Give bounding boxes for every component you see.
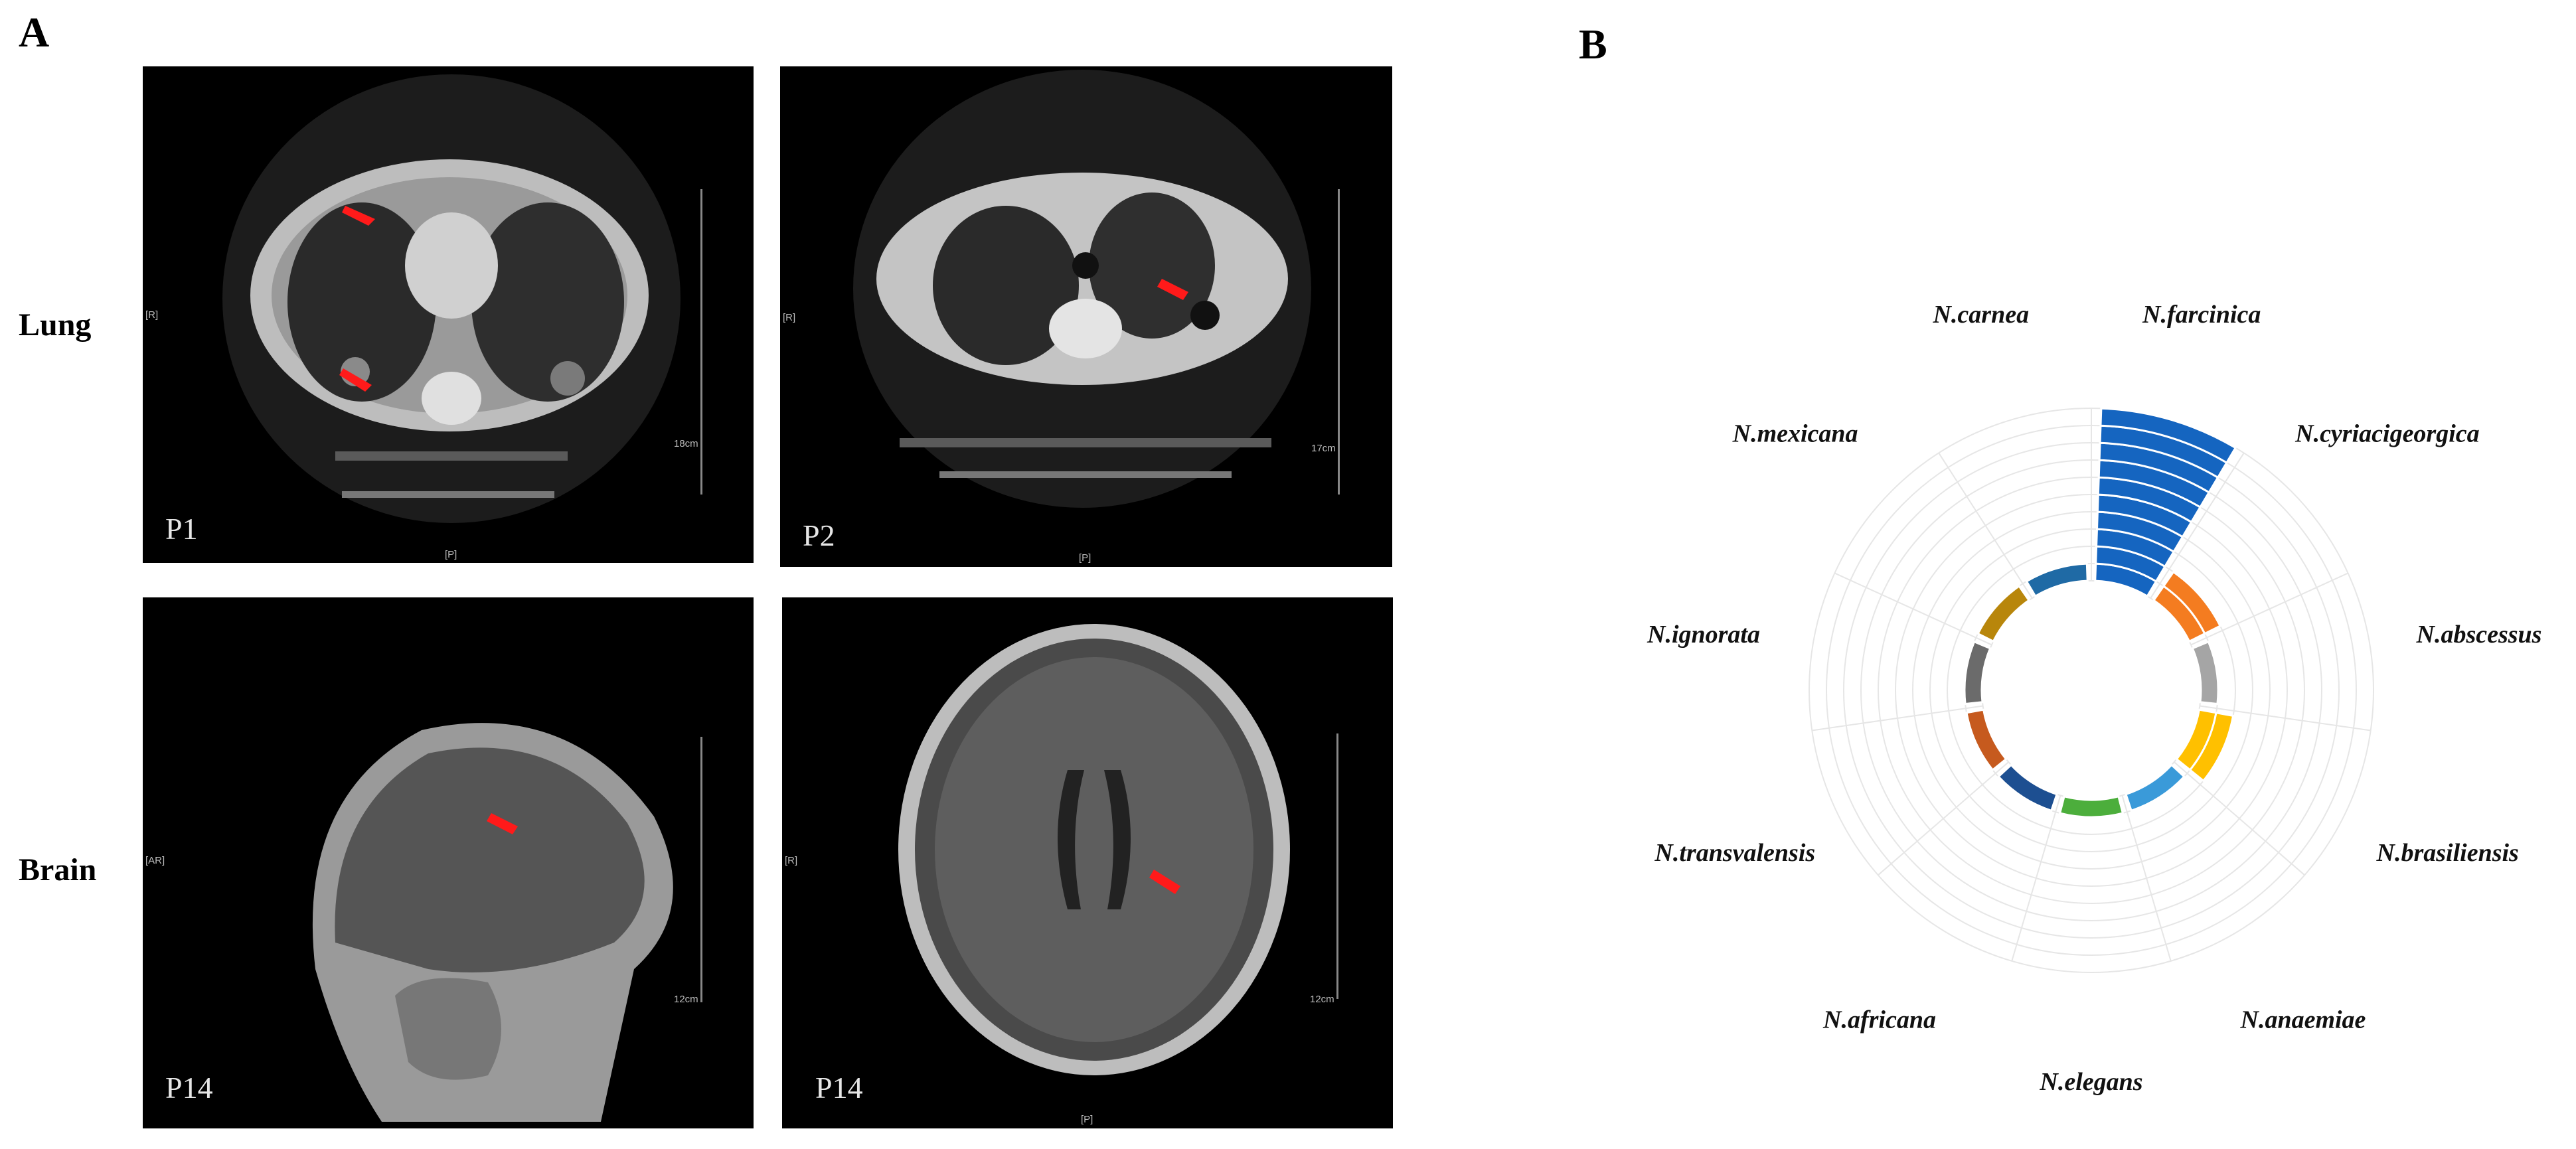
panel-b-letter: B — [1579, 21, 1607, 68]
lung-ct-p1-image — [222, 74, 702, 523]
category-label: N.abscessus — [2416, 621, 2542, 649]
p1-left-mark: [R] — [145, 309, 159, 321]
species-rose-chart: N.farcinicaN.cyriacigeorgicaN.abscessusN… — [1647, 301, 2541, 1096]
p14-ax-patient-label: P14 — [815, 1071, 863, 1105]
p2-scale-label: 17cm — [1311, 443, 1336, 454]
category-label: N.transvalensis — [1654, 839, 1815, 867]
bar-n-africana — [1996, 763, 2058, 812]
p14-sag-patient-label: P14 — [165, 1071, 213, 1105]
category-label: N.anaemiae — [2240, 1006, 2366, 1034]
bar-n-cyriacigeorgica — [2152, 570, 2222, 643]
lung-ct-p1: [R] [P] 18cm P1 — [143, 66, 754, 563]
grid-spoke — [1878, 761, 2009, 876]
bar-n-abscessus — [2191, 640, 2219, 706]
brain-mri-sagittal-p14: [AR] 12cm P14 — [143, 597, 754, 1128]
lung-ct-p2-image — [853, 70, 1340, 508]
chart-labels: N.farcinicaN.cyriacigeorgicaN.abscessusN… — [1647, 301, 2541, 1096]
grid-spoke — [1938, 452, 2033, 599]
chart-bars — [1963, 407, 2237, 818]
p2-bottom-mark: [P] — [1079, 552, 1091, 564]
bar-n-transvalensis — [1965, 708, 2008, 772]
grid-ring — [1981, 580, 2202, 801]
grid-spoke — [2174, 761, 2305, 876]
p2-patient-label: P2 — [803, 518, 835, 552]
category-label: N.africana — [1822, 1006, 1936, 1034]
category-label: N.ignorata — [1647, 621, 1760, 649]
bar-segment — [2099, 407, 2237, 465]
category-label: N.carnea — [1932, 301, 2029, 329]
grid-spoke — [2190, 572, 2349, 646]
p14-ax-left-mark: [R] — [785, 855, 798, 866]
row-label-lung: Lung — [19, 307, 92, 343]
bar-segment — [2191, 640, 2219, 706]
chart-grid — [1809, 408, 2374, 973]
bar-segment — [1996, 763, 2058, 812]
p14-ax-scale-label: 12cm — [1310, 994, 1334, 1005]
brain-mri-axial-image — [898, 624, 1338, 1075]
category-label: N.cyriacigeorgica — [2294, 420, 2480, 448]
p14-sag-scale-label: 12cm — [674, 994, 698, 1005]
bar-segment — [1965, 708, 2008, 772]
grid-spoke — [1834, 572, 1992, 646]
p1-bottom-mark: [P] — [445, 549, 457, 560]
panel-a-letter: A — [19, 9, 50, 56]
brain-mri-sagittal-image — [312, 723, 702, 1122]
p14-ax-bottom-mark: [P] — [1081, 1114, 1093, 1125]
bar-segment — [2025, 562, 2089, 598]
category-label: N.farcinica — [2142, 301, 2261, 329]
bar-n-elegans — [2058, 795, 2125, 818]
bar-segment — [2058, 795, 2125, 818]
p2-left-mark: [R] — [783, 312, 796, 323]
grid-spoke — [1812, 705, 1983, 731]
bar-n-farcinica — [2094, 407, 2237, 598]
p1-scale-label: 18cm — [674, 438, 698, 449]
bar-segment — [1963, 640, 1992, 706]
row-label-brain: Brain — [19, 852, 97, 887]
bar-n-mexicana — [1976, 584, 2031, 643]
lung-ct-p2: [R] [P] 17cm P2 — [780, 66, 1392, 567]
p1-patient-label: P1 — [165, 512, 198, 546]
grid-spoke — [2200, 705, 2371, 731]
brain-mri-axial-p14: [R] [P] 12cm P14 — [782, 597, 1393, 1128]
bar-segment — [1976, 584, 2031, 643]
category-label: N.brasiliensis — [2376, 839, 2519, 867]
category-label: N.elegans — [2039, 1068, 2142, 1096]
bar-n-carnea — [2025, 562, 2089, 598]
bar-segment — [2188, 712, 2235, 783]
bar-n-brasiliensis — [2175, 708, 2235, 783]
bar-n-anaemiae — [2125, 763, 2186, 812]
grid-spoke — [2150, 452, 2245, 599]
grid-spoke — [2011, 795, 2061, 962]
bar-segment — [2125, 763, 2186, 812]
category-label: N.mexicana — [1732, 420, 1858, 448]
bar-n-ignorata — [1963, 640, 1992, 706]
p14-sag-left-mark: [AR] — [145, 855, 165, 866]
grid-spoke — [2121, 795, 2172, 962]
bar-segment — [2162, 570, 2222, 635]
